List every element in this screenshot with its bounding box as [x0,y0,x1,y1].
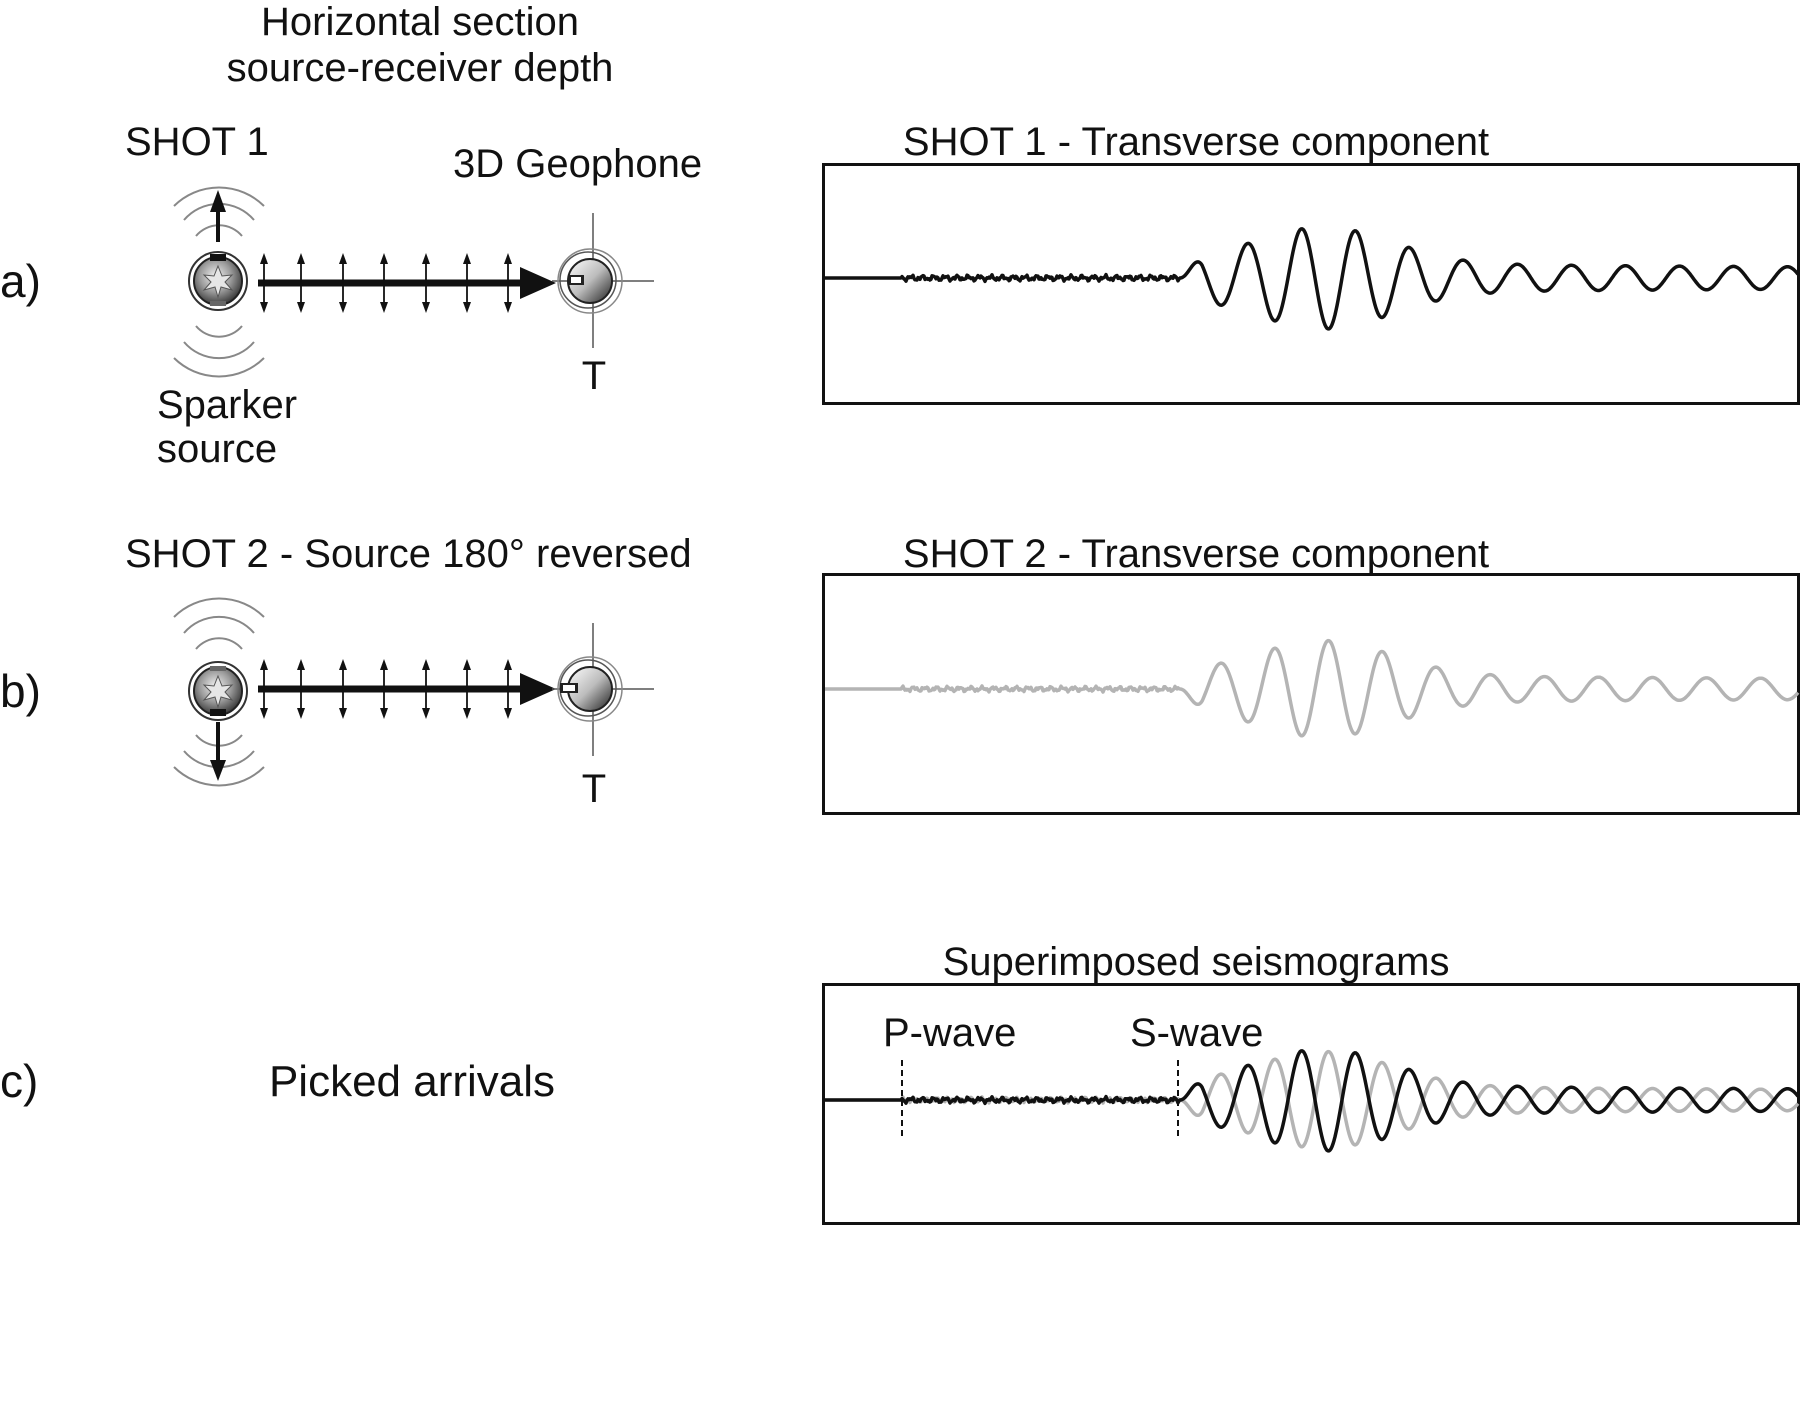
row-label-a: a) [0,255,41,307]
row-label-b: b) [0,665,41,717]
geophone-icon [552,623,654,756]
double-arrow-icon [260,659,268,719]
header-title-line2: source-receiver depth [226,46,614,90]
header-title-line1: Horizontal section [261,0,579,44]
plot-c-title: Superimposed seismograms [942,940,1450,984]
double-arrow-icon [504,253,512,313]
shot1-label: SHOT 1 [125,120,269,164]
double-arrow-icon [422,659,430,719]
plot-a-frame [822,163,1800,405]
geophone-label: 3D Geophone [453,142,703,186]
shot2-label: SHOT 2 - Source 180° reversed [125,532,692,576]
polarization-arrows-b [260,659,512,719]
p-wave-label: P-wave [883,1011,1017,1055]
row-label-c: c) [0,1055,39,1107]
double-arrow-icon [339,659,347,719]
source-up-arrow [210,190,226,242]
double-arrow-icon [380,253,388,313]
double-arrow-icon [504,659,512,719]
double-arrow-icon [297,659,305,719]
picked-arrivals-caption: Picked arrivals [268,1057,556,1106]
component-label-b: T [581,767,607,811]
double-arrow-icon [463,659,471,719]
sparker-source-icon [173,597,265,787]
double-arrow-icon [422,253,430,313]
sparker-source-icon [173,186,265,378]
double-arrow-icon [260,253,268,313]
plot-a-title: SHOT 1 - Transverse component [902,120,1490,164]
s-wave-label: S-wave [1130,1011,1264,1055]
sparker-label-line2: source [157,427,278,471]
polarization-arrows-a [260,253,512,313]
plot-b-title: SHOT 2 - Transverse component [902,532,1490,576]
propagation-arrow-a [258,267,556,299]
double-arrow-icon [339,253,347,313]
superimposed-shot1-trace [824,1049,1800,1153]
double-arrow-icon [380,659,388,719]
double-arrow-icon [297,253,305,313]
shot2-trace [824,638,1800,738]
component-label-a: T [581,354,607,398]
source-down-arrow [210,722,226,781]
sparker-label-line1: Sparker [157,383,298,427]
propagation-arrow-b [258,673,556,705]
double-arrow-icon [463,253,471,313]
shot1-trace [824,227,1800,331]
geophone-icon [552,213,654,348]
